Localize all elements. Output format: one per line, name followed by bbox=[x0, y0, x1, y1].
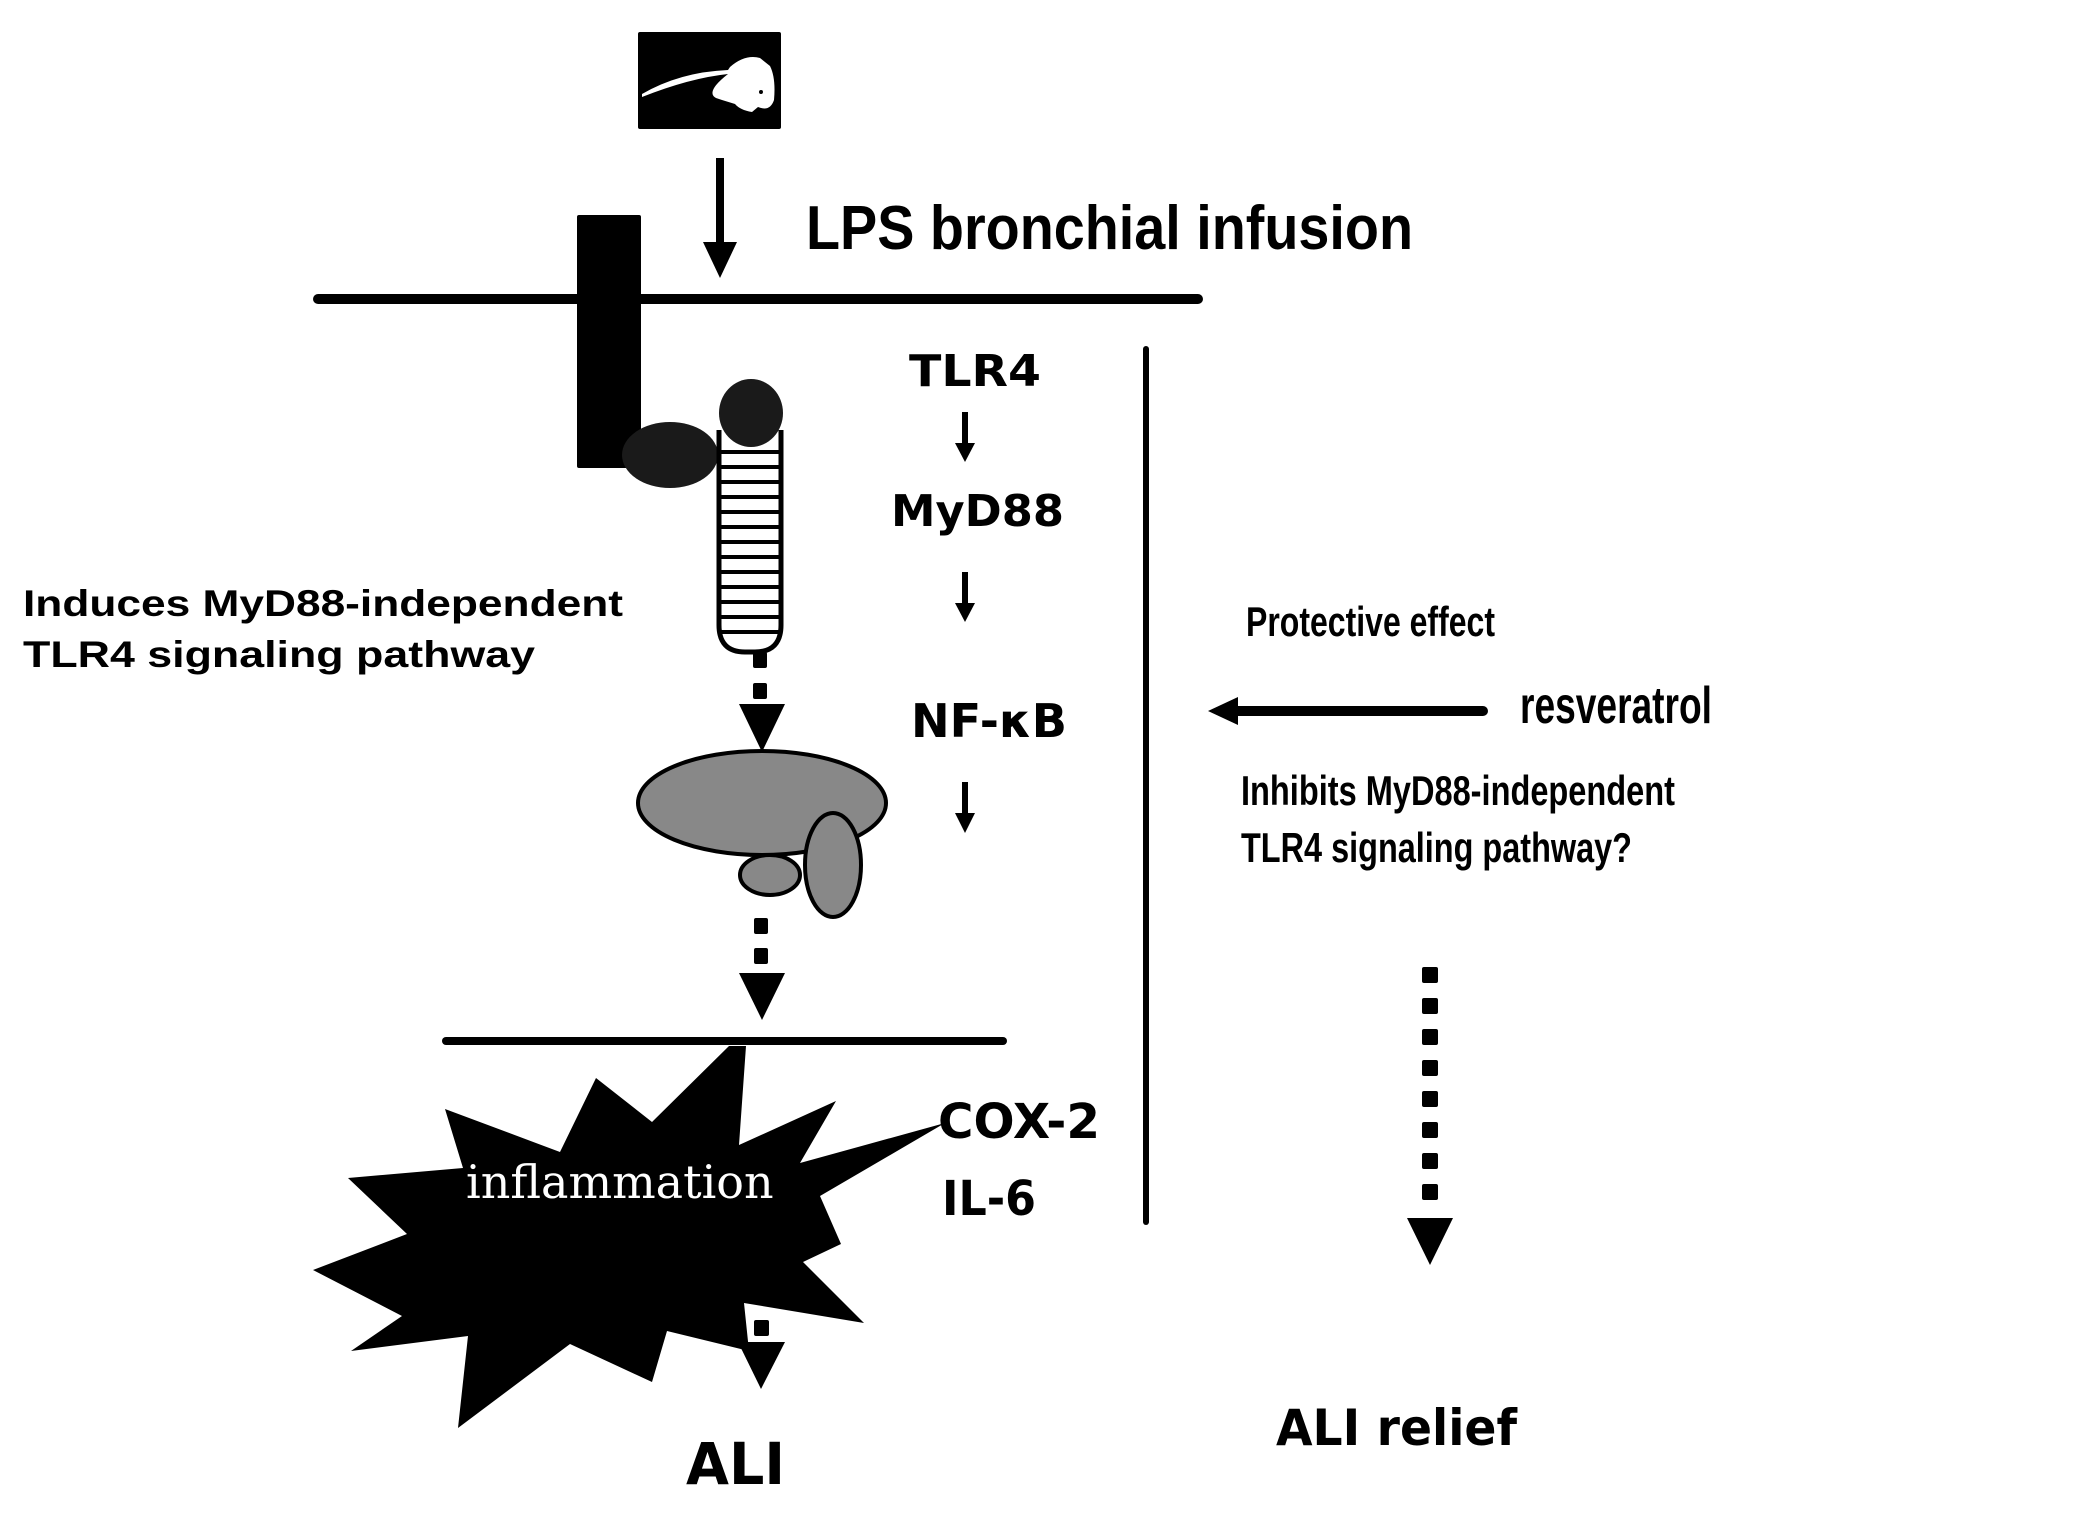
ladder-rung bbox=[719, 525, 781, 529]
dotted-arrow-relief bbox=[1407, 967, 1453, 1265]
dotted-arrow-dash bbox=[1422, 1184, 1438, 1200]
ladder-rung bbox=[719, 600, 781, 604]
cascade-arrow-2 bbox=[955, 572, 975, 622]
dotted-arrow-dash bbox=[1422, 1122, 1438, 1138]
dashed-arrow-2 bbox=[739, 918, 785, 1020]
cascade-tlr4-label: TLR4 bbox=[909, 346, 1041, 397]
lps-arrow bbox=[703, 158, 737, 278]
inflammation-label: inflammation bbox=[466, 1155, 774, 1209]
outcome-ali-label: ALI bbox=[686, 1430, 785, 1498]
protective-effect-label: Protective effect bbox=[1246, 598, 1495, 645]
myd88-ladder bbox=[716, 430, 784, 655]
ladder-rung bbox=[719, 630, 781, 634]
mediator-cox2-label: COX-2 bbox=[938, 1094, 1100, 1150]
ladder-rung bbox=[719, 495, 781, 499]
dotted-arrow-dash bbox=[1422, 1060, 1438, 1076]
dashed-arrow-3 bbox=[738, 1288, 785, 1389]
ladder-rung bbox=[719, 540, 781, 544]
inhibition-arrow bbox=[1208, 697, 1488, 725]
dotted-arrow-dash bbox=[1422, 998, 1438, 1014]
ladder-rung bbox=[719, 615, 781, 619]
dotted-arrow-dash bbox=[1422, 1029, 1438, 1045]
tlr4-receptor bbox=[577, 215, 641, 468]
right-note-line2: TLR4 signaling pathway? bbox=[1241, 824, 1632, 871]
ladder-rung bbox=[719, 450, 781, 454]
ladder-rung bbox=[719, 555, 781, 559]
resveratrol-label: resveratrol bbox=[1520, 677, 1712, 735]
cascade-myd88-label: MyD88 bbox=[891, 486, 1064, 537]
adaptor-protein bbox=[622, 422, 718, 488]
ladder-rung bbox=[719, 585, 781, 589]
dotted-arrow-dash bbox=[1422, 1153, 1438, 1169]
ladder-rung bbox=[719, 570, 781, 574]
mouse-photo-icon bbox=[638, 32, 781, 129]
cascade-arrow-3 bbox=[955, 782, 975, 833]
dotted-arrow-dash bbox=[1422, 1091, 1438, 1107]
mediator-il6-label: IL-6 bbox=[942, 1171, 1036, 1227]
inflammation-burst bbox=[313, 1046, 945, 1428]
ladder-rung bbox=[719, 510, 781, 514]
dashed-arrow-1 bbox=[739, 652, 785, 752]
nfkb-complex bbox=[636, 749, 888, 919]
cascade-arrow-1 bbox=[955, 412, 975, 462]
ladder-rung bbox=[719, 480, 781, 484]
myd88-head bbox=[719, 379, 783, 447]
ladder-rung bbox=[719, 465, 781, 469]
left-note-line1: Induces MyD88-independent bbox=[23, 583, 623, 624]
outcome-relief-label: ALI relief bbox=[1276, 1399, 1518, 1457]
stimulus-label: LPS bronchial infusion bbox=[806, 194, 1413, 263]
dotted-arrow-dash bbox=[1422, 967, 1438, 983]
left-note-line2: TLR4 signaling pathway bbox=[23, 634, 536, 675]
right-note-line1: Inhibits MyD88-independent bbox=[1241, 767, 1675, 814]
cascade-nfkb-label: NF-κB bbox=[911, 694, 1067, 748]
